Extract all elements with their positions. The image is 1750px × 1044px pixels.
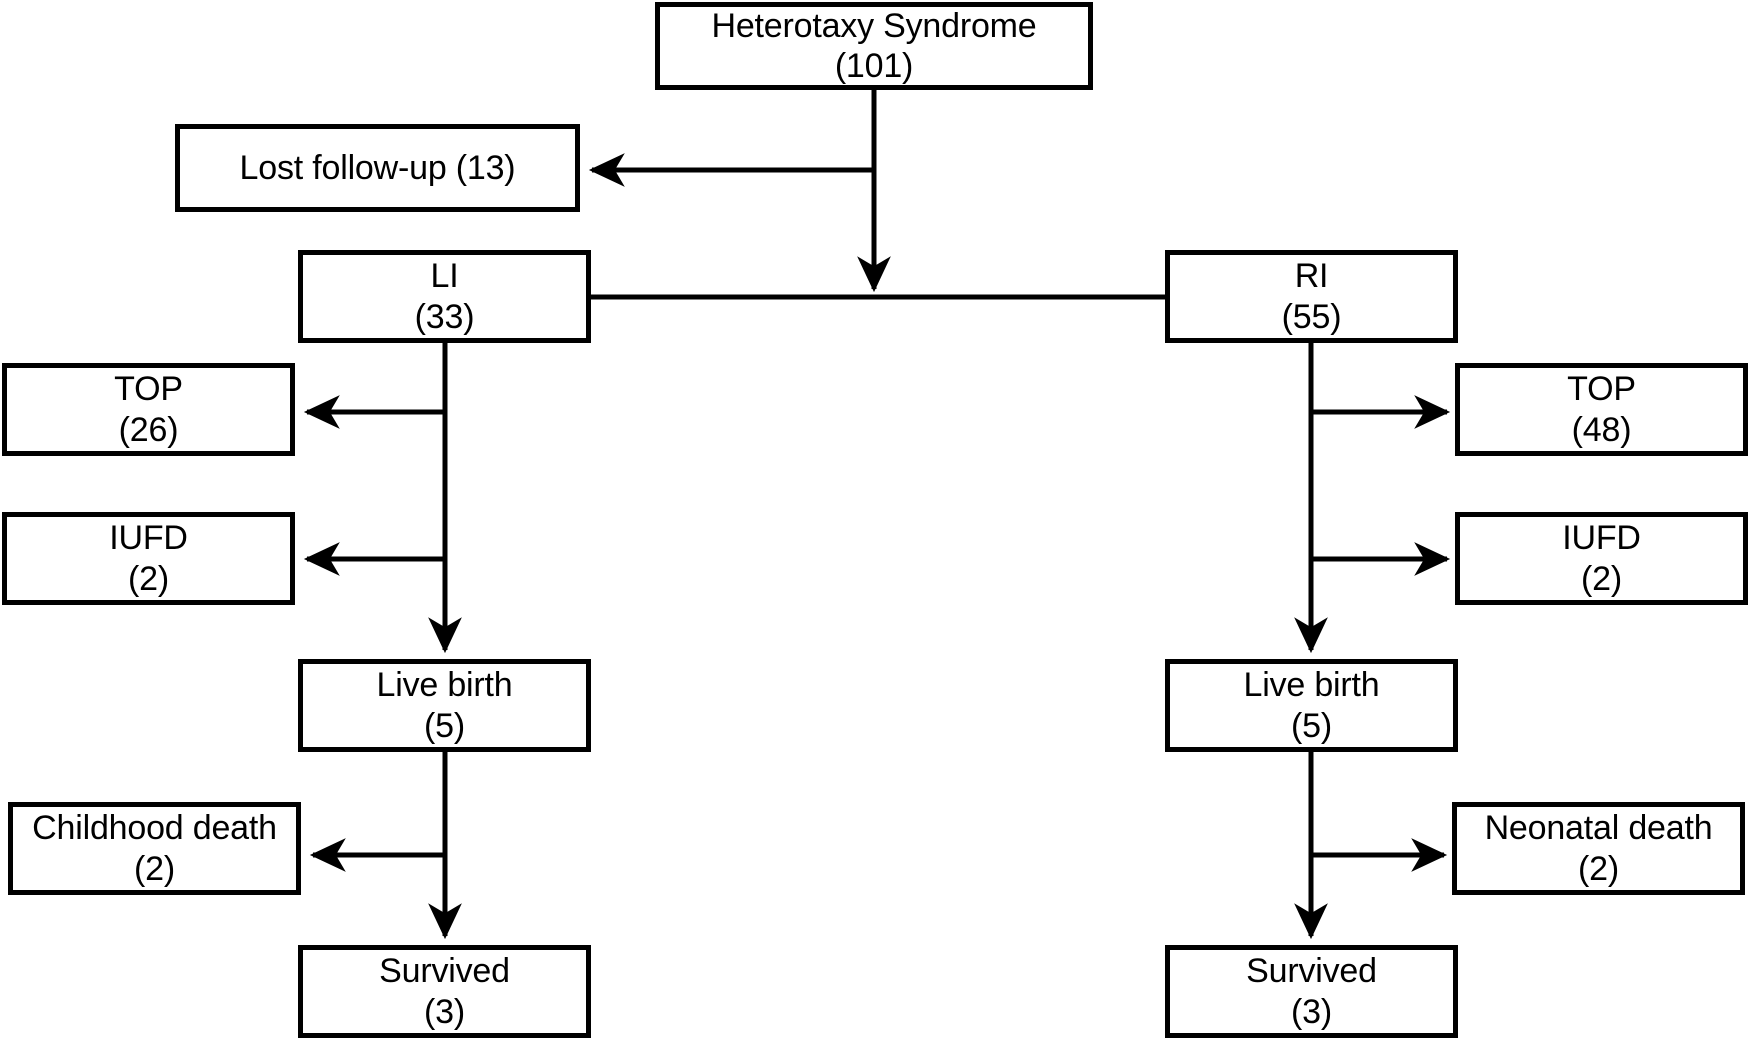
node-count: (48): [1571, 410, 1632, 449]
node-count: (2): [1578, 849, 1619, 888]
node-childhood-death: Childhood death(2): [8, 802, 301, 895]
node-lost-followup: Lost follow-up (13): [175, 124, 580, 212]
node-iufd-right: IUFD(2): [1455, 512, 1748, 605]
node-label: LI: [430, 257, 459, 296]
node-count: (101): [834, 47, 914, 85]
node-label: TOP: [1567, 370, 1636, 409]
node-survived-left: Survived(3): [298, 945, 591, 1038]
node-count: (5): [1291, 706, 1332, 745]
node-count: (33): [414, 297, 475, 336]
node-ri: RI(55): [1165, 250, 1458, 343]
node-label: RI: [1294, 257, 1329, 296]
node-count: (55): [1281, 297, 1342, 336]
node-heterotaxy: Heterotaxy Syndrome(101): [655, 2, 1093, 90]
node-count: (2): [1581, 559, 1622, 598]
node-livebirth-left: Live birth(5): [298, 659, 591, 752]
node-label: IUFD: [1562, 519, 1641, 558]
node-label: Live birth: [1243, 666, 1380, 705]
node-iufd-left: IUFD(2): [2, 512, 295, 605]
node-count: (2): [128, 559, 169, 598]
node-label: Childhood death: [32, 809, 277, 848]
node-label: Survived: [1246, 952, 1377, 991]
node-label: Heterotaxy Syndrome: [711, 6, 1037, 45]
node-count: (2): [134, 849, 175, 888]
node-label: Live birth: [376, 666, 513, 705]
node-neonatal-death: Neonatal death(2): [1452, 802, 1745, 895]
node-label: TOP: [114, 370, 183, 409]
node-top-left: TOP(26): [2, 363, 295, 456]
node-li: LI(33): [298, 250, 591, 343]
node-count: (3): [424, 992, 465, 1031]
node-count: (26): [118, 410, 179, 449]
node-label: Lost follow-up (13): [239, 148, 516, 187]
node-count: (3): [1291, 992, 1332, 1031]
node-livebirth-right: Live birth(5): [1165, 659, 1458, 752]
node-top-right: TOP(48): [1455, 363, 1748, 456]
node-label: Neonatal death: [1484, 809, 1713, 848]
node-label: IUFD: [109, 519, 188, 558]
node-count: (5): [424, 706, 465, 745]
node-survived-right: Survived(3): [1165, 945, 1458, 1038]
node-label: Survived: [379, 952, 510, 991]
